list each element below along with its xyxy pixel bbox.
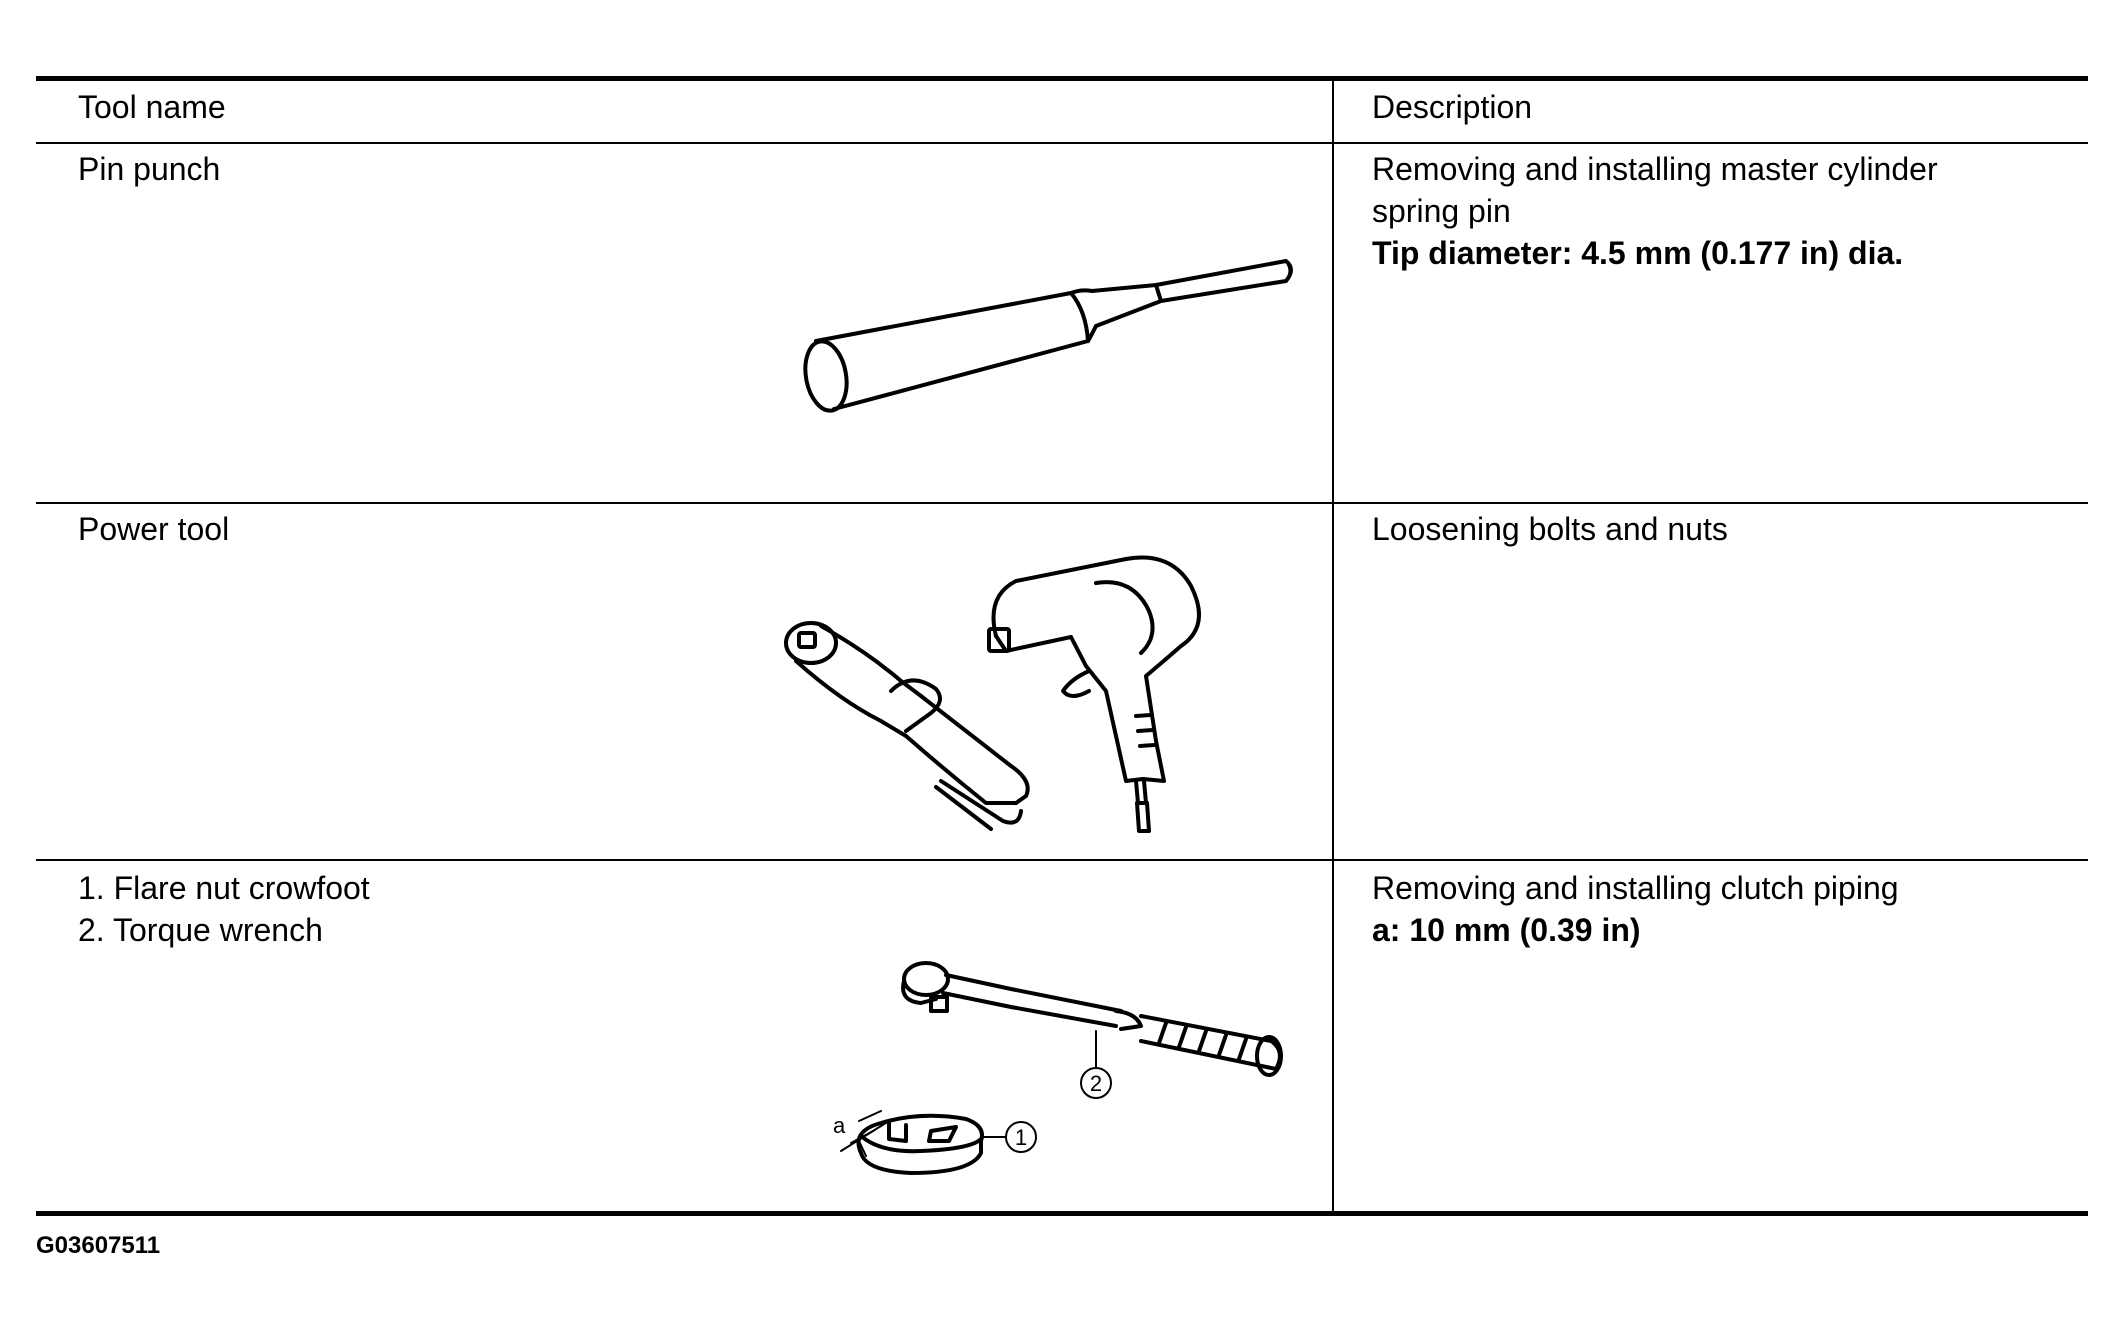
row-divider: [36, 502, 2088, 504]
callout-label-2: 2: [1090, 1071, 1102, 1096]
impact-wrench-drawing: [987, 555, 1201, 833]
description-line: Removing and installing master cylinder: [1372, 151, 1938, 187]
air-ratchet-drawing: [784, 621, 1030, 831]
callout-circle-1: [1005, 1121, 1037, 1153]
torque-wrench-drawing: [901, 961, 1283, 1077]
power-tool-illustration: [771, 541, 1271, 841]
tip-diameter-spec: Tip diameter: 4.5 mm (0.177 in) dia.: [1372, 235, 1904, 271]
tool-table: Tool name Description Pin punch Removing…: [36, 76, 2088, 1216]
figure-code: G03607511: [36, 1232, 161, 1259]
pin-punch-illustration: [766, 241, 1306, 421]
description-line: Removing and installing clutch piping: [1372, 870, 1899, 906]
header-tool-name: Tool name: [78, 89, 226, 125]
tool-name-pin-punch: Pin punch: [78, 151, 221, 187]
flare-nut-crowfoot-drawing: [840, 1110, 1007, 1175]
header-divider: [36, 142, 2088, 144]
row-divider: [36, 859, 2088, 861]
tool-name-torque-wrench: 2. Torque wrench: [78, 912, 323, 948]
dimension-label-a: a: [833, 1113, 846, 1138]
tool-name-power-tool: Power tool: [78, 511, 230, 547]
header-description: Description: [1372, 89, 1533, 125]
callout-circle-2: [1080, 1067, 1112, 1099]
description-line: spring pin: [1372, 193, 1511, 229]
callout-label-1: 1: [1015, 1125, 1027, 1150]
dimension-a-spec: a: 10 mm (0.39 in): [1372, 912, 1641, 948]
column-divider: [1332, 81, 1334, 1211]
tool-name-flare-nut-crowfoot: 1. Flare nut crowfoot: [78, 870, 370, 906]
crowfoot-torque-wrench-illustration: a 1 2: [771, 941, 1311, 1191]
description-line: Loosening bolts and nuts: [1372, 511, 1728, 547]
